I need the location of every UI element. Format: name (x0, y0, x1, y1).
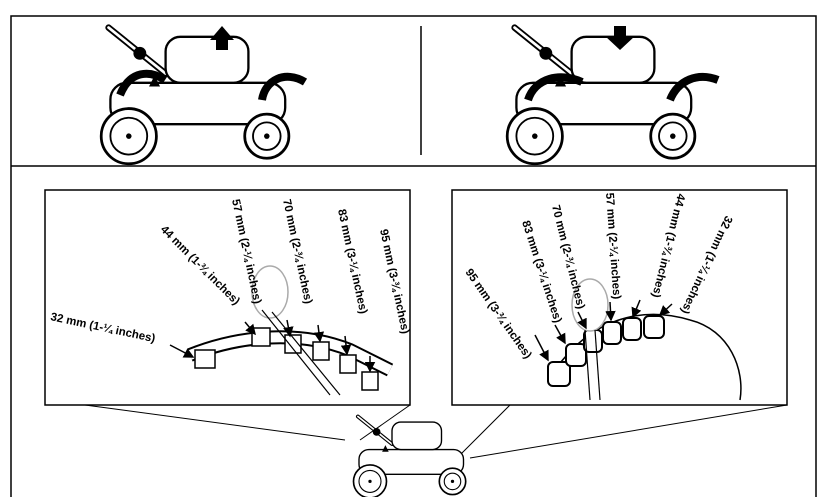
mower-raise-illustration (101, 26, 308, 164)
mower-small-illustration (351, 414, 468, 497)
rotate-arrow-icon (666, 72, 720, 102)
rotate-arrow-icon (116, 69, 168, 97)
mower-lower-illustration (507, 26, 720, 164)
front-height-panel (451, 189, 788, 406)
rotate-arrow-icon (258, 72, 308, 101)
arrow-down-icon (605, 36, 635, 50)
arrow-up-icon (210, 26, 234, 40)
rotate-arrow-icon (524, 73, 584, 102)
rear-notch-track (187, 265, 394, 396)
outer-frame (10, 15, 817, 497)
